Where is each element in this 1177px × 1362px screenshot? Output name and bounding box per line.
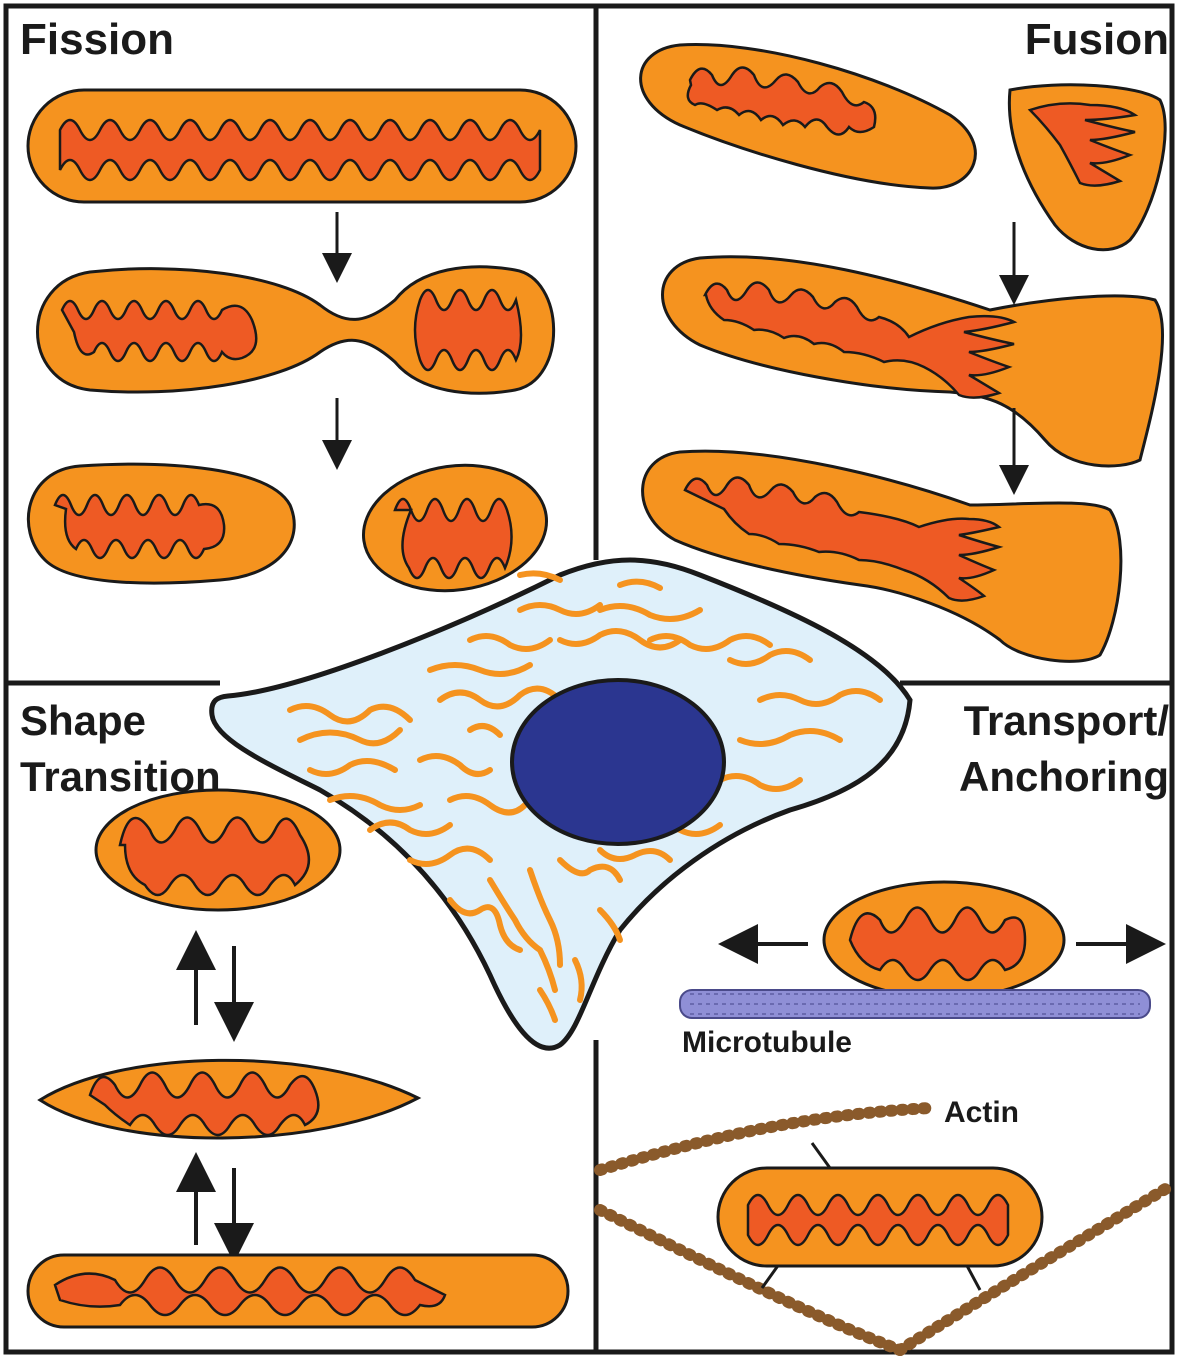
fission-panel (28, 90, 576, 602)
mitochondrion-constricting (38, 267, 554, 393)
mitochondrion-tubular (28, 1255, 568, 1327)
shape-transition-title: Shape Transition (20, 700, 221, 812)
fission-title: Fission (20, 18, 174, 62)
mitochondrion-fusing (663, 257, 1163, 466)
cell (212, 560, 910, 1048)
mitochondrion-anchored (718, 1168, 1042, 1266)
actin-label: Actin (944, 1098, 1019, 1128)
transport-anchoring-panel (600, 882, 1172, 1350)
nucleus (512, 680, 724, 844)
mitochondrion (641, 45, 976, 189)
mitochondrion-daughter-left (28, 464, 294, 583)
mitochondrion (1009, 85, 1165, 250)
mitochondrion-daughter-right (355, 454, 554, 602)
transport-anchoring-title: Transport/ Anchoring (959, 700, 1169, 812)
fusion-title: Fusion (1025, 18, 1169, 62)
microtubule-label: Microtubule (682, 1028, 852, 1058)
microtubule (680, 990, 1150, 1018)
shape-transition-title-line1: Shape (20, 700, 221, 742)
mitochondrion-elongated (40, 1060, 418, 1138)
transport-anchoring-title-line1: Transport/ (959, 700, 1169, 742)
transport-anchoring-title-line2: Anchoring (959, 756, 1169, 798)
shape-transition-title-line2: Transition (20, 756, 221, 798)
fusion-panel (641, 45, 1166, 662)
mitochondrion-transported (824, 882, 1064, 998)
mitochondrion (28, 90, 576, 202)
